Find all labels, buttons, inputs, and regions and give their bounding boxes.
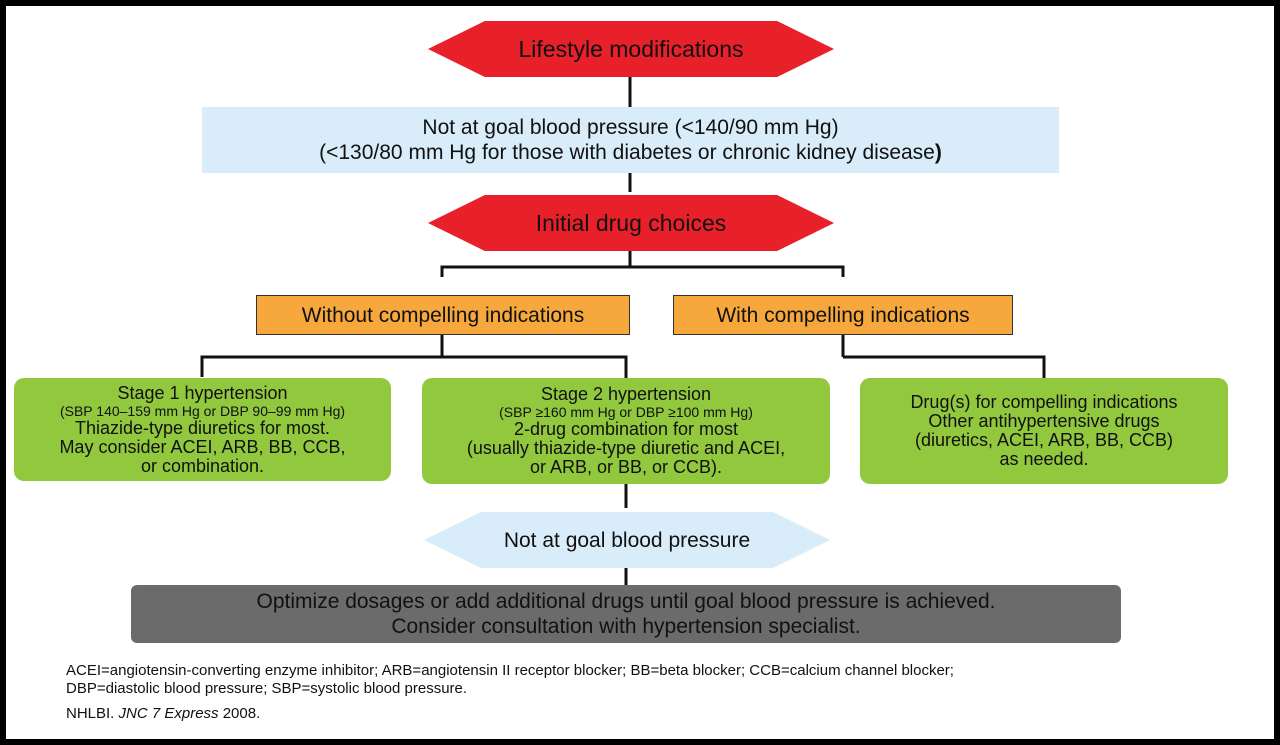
stage1-line3: or combination. <box>140 455 265 476</box>
lifestyle-modifications-node: Lifestyle modifications <box>428 21 834 77</box>
compelling-drugs-box: Drug(s) for compelling indications Other… <box>860 378 1228 484</box>
abbreviations-line1: ACEI=angiotensin-converting enzyme inhib… <box>66 662 954 679</box>
optimize-box: Optimize dosages or add additional drugs… <box>131 585 1121 643</box>
stage1-line2: May consider ACEI, ARB, BB, CCB, <box>59 436 346 457</box>
stage1-line1: Thiazide-type diuretics for most. <box>74 417 331 438</box>
stage2-line2: (usually thiazide-type diuretic and ACEI… <box>466 438 786 458</box>
not-at-goal-bottom-label: Not at goal blood pressure <box>503 528 751 552</box>
compelling-drugs-line3: (diuretics, ACEI, ARB, BB, CCB) <box>914 430 1174 450</box>
not-at-goal-top-line1: Not at goal blood pressure (<140/90 mm H… <box>422 116 839 139</box>
stage2-title: Stage 2 hypertension <box>540 384 712 404</box>
stage2-line1: 2-drug combination for most <box>513 419 739 439</box>
with-compelling-label: With compelling indications <box>716 303 970 327</box>
not-at-goal-top-line2: (<130/80 mm Hg for those with diabetes o… <box>319 141 942 164</box>
compelling-drugs-line1: Drug(s) for compelling indications <box>910 392 1178 412</box>
stage2-criteria: (SBP ≥160 mm Hg or DBP ≥100 mm Hg) <box>499 404 753 420</box>
stage2-line3: or ARB, or BB, or CCB). <box>529 457 723 477</box>
source-title: JNC 7 Express <box>118 705 219 722</box>
not-at-goal-bottom-node: Not at goal blood pressure <box>424 512 830 568</box>
stage1-title: Stage 1 hypertension <box>117 382 288 403</box>
connector-lines <box>200 74 1046 585</box>
optimize-line1: Optimize dosages or add additional drugs… <box>256 590 996 613</box>
lifestyle-modifications-label: Lifestyle modifications <box>518 36 744 62</box>
without-compelling-box: Without compelling indications <box>256 295 630 335</box>
abbreviations-line2: DBP=diastolic blood pressure; SBP=systol… <box>66 680 468 697</box>
abbreviations-footnote: ACEI=angiotensin-converting enzyme inhib… <box>66 662 1256 698</box>
initial-drug-choices-node: Initial drug choices <box>428 195 834 251</box>
source-citation: NHLBI. JNC 7 Express 2008. <box>66 705 261 722</box>
not-at-goal-top-box: Not at goal blood pressure (<140/90 mm H… <box>202 107 1059 173</box>
without-compelling-label: Without compelling indications <box>301 303 585 327</box>
optimize-line2: Consider consultation with hypertension … <box>391 615 861 638</box>
stage1-criteria: (SBP 140–159 mm Hg or DBP 90–99 mm Hg) <box>59 402 346 419</box>
compelling-drugs-line2: Other antihypertensive drugs <box>928 411 1160 431</box>
initial-drug-choices-label: Initial drug choices <box>535 210 727 236</box>
stage1-box: Stage 1 hypertension (SBP 140–159 mm Hg … <box>14 378 391 481</box>
stage2-box: Stage 2 hypertension (SBP ≥160 mm Hg or … <box>422 378 830 484</box>
with-compelling-box: With compelling indications <box>673 295 1013 335</box>
compelling-drugs-line4: as needed. <box>999 449 1089 469</box>
flowchart-frame: Lifestyle modifications Not at goal bloo… <box>6 6 1274 739</box>
